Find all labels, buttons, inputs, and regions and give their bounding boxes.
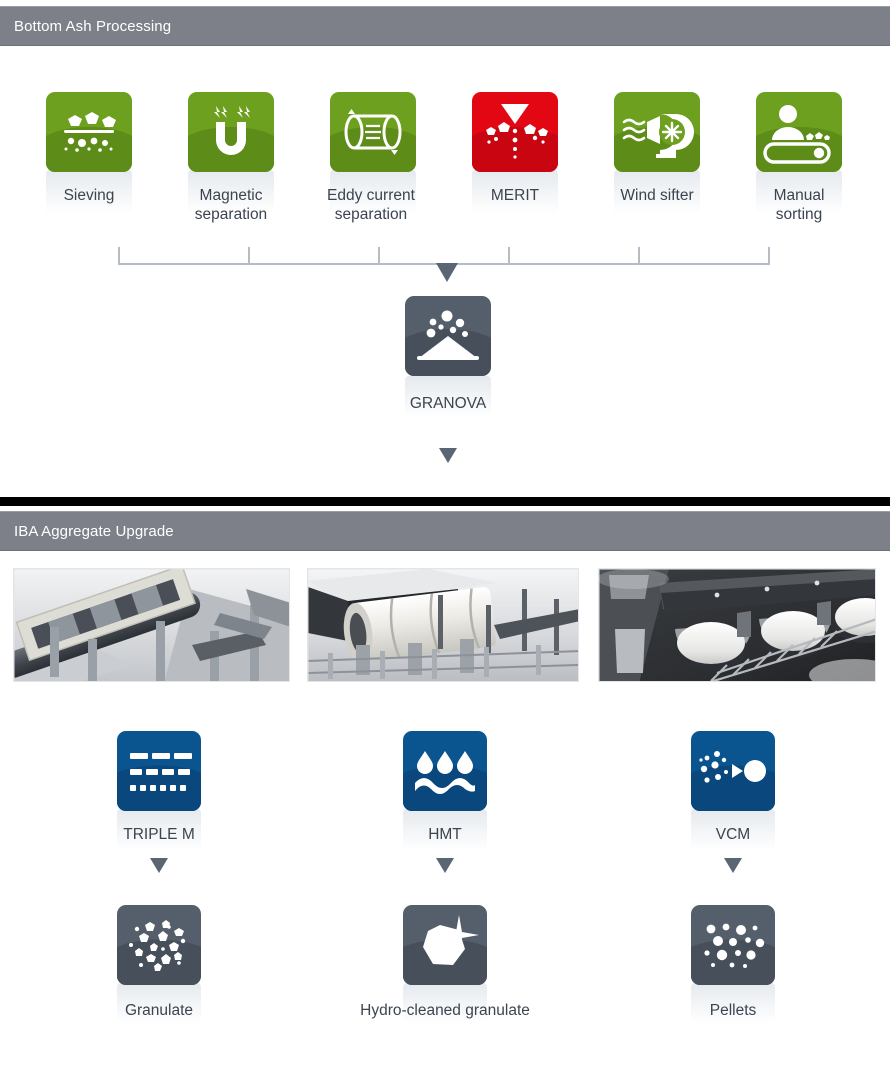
upgrade-tile-triple-m[interactable] (117, 731, 201, 811)
process-tile-magnetic-separation[interactable] (188, 92, 274, 172)
photo-conveyor-render (14, 569, 289, 681)
bracket-riser (638, 247, 640, 265)
label-line-1: Magnetic (199, 187, 263, 204)
arrow-down-vcm-to-pellets (724, 858, 742, 873)
upgrade-label-hmt: HMT (428, 826, 462, 843)
manual-sorting-icon (756, 105, 842, 172)
eddy-current-icon (330, 109, 416, 172)
arrow-down-to-granova (436, 263, 458, 282)
photo-conveyor (13, 568, 290, 682)
vcm-separation-icon (691, 751, 775, 811)
label-line-2: separation (194, 206, 268, 223)
magnet-icon (188, 106, 274, 172)
bracket-riser (768, 247, 770, 265)
merit-funnel-icon (472, 104, 558, 172)
label-line-1: Manual (773, 187, 825, 204)
arrow-down-triple-m-to-granulate (150, 858, 168, 873)
product-tile-pellets[interactable] (691, 905, 775, 985)
product-tile-granulate[interactable] (117, 905, 201, 985)
granova-pile-icon (405, 310, 491, 376)
granulate-icon (117, 920, 201, 985)
label-line-2: sorting (775, 206, 823, 223)
product-tile-granova[interactable] (405, 296, 491, 376)
bracket-riser (378, 247, 380, 265)
section-header-bottom-ash-processing: Bottom Ash Processing (0, 6, 890, 46)
process-label-merit: MERIT (490, 187, 540, 204)
label-line-2: separation (334, 206, 408, 223)
process-label-manual-sorting: Manual sorting (729, 186, 869, 224)
pellets-icon (691, 923, 775, 985)
bracket-riser (508, 247, 510, 265)
upgrade-tile-hmt[interactable] (403, 731, 487, 811)
process-bracket-connector (118, 245, 770, 265)
process-tile-eddy-current[interactable] (330, 92, 416, 172)
hmt-droplets-icon (403, 751, 487, 811)
product-label-granova: GRANOVA (409, 395, 487, 412)
sieving-icon (46, 112, 132, 172)
photo-pans-render (599, 569, 875, 681)
arrow-down-hmt-to-hydro-granulate (436, 858, 454, 873)
process-label-eddy-current: Eddy current separation (296, 186, 446, 224)
upgrade-label-vcm: VCM (715, 826, 751, 843)
process-tile-sieving[interactable] (46, 92, 132, 172)
product-label-pellets: Pellets (709, 1002, 757, 1019)
section-title: Bottom Ash Processing (14, 17, 172, 35)
upgrade-label-triple-m: TRIPLE M (123, 826, 195, 843)
hydro-granulate-icon (403, 915, 487, 985)
arrow-down-to-upgrade-section (439, 448, 457, 463)
process-label-wind-sifter: Wind sifter (620, 187, 694, 204)
upgrade-tile-vcm[interactable] (691, 731, 775, 811)
process-label-magnetic-separation: Magnetic separation (161, 186, 301, 224)
wind-sifter-icon (614, 114, 700, 172)
section-header-iba-aggregate-upgrade: IBA Aggregate Upgrade (0, 511, 890, 551)
process-label-sieving: Sieving (63, 187, 115, 204)
bracket-riser (118, 247, 120, 265)
process-tile-wind-sifter[interactable] (614, 92, 700, 172)
label-line-1: Eddy current (327, 187, 415, 204)
section-title: IBA Aggregate Upgrade (14, 522, 174, 540)
product-tile-hydro-cleaned-granulate[interactable] (403, 905, 487, 985)
process-tile-merit[interactable] (472, 92, 558, 172)
bracket-riser (248, 247, 250, 265)
process-tile-manual-sorting[interactable] (756, 92, 842, 172)
triple-m-screen-icon (117, 753, 201, 811)
product-label-hydro-cleaned-granulate: Hydro-cleaned granulate (360, 1002, 530, 1019)
photo-drum (307, 568, 579, 682)
product-label-granulate: Granulate (124, 1002, 194, 1019)
photo-drum-render (308, 569, 578, 681)
photo-pans (598, 568, 876, 682)
section-divider-black (0, 497, 890, 506)
